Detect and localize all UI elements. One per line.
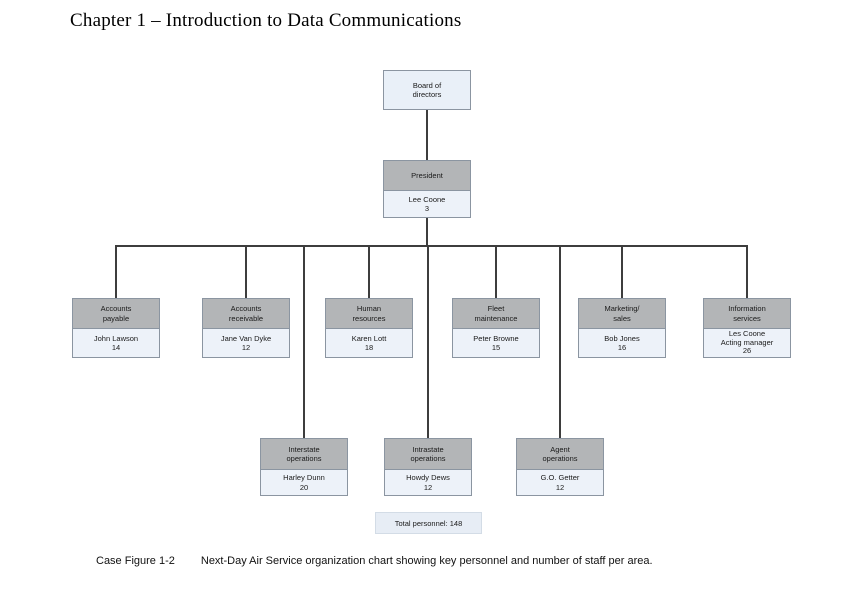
node-staff-count: 12 (423, 482, 433, 492)
org-node-president: President Lee Coone 3 (383, 160, 471, 218)
node-body: Lee Coone 3 (384, 191, 470, 217)
node-staff-count: 26 (742, 346, 752, 356)
node-staff-count: 12 (555, 482, 565, 492)
org-chart: Board of directors President Lee Coone 3… (72, 70, 791, 534)
org-node-fleet-maintenance: Fleet maintenance Peter Browne 15 (452, 298, 540, 358)
node-staff-count: 20 (299, 482, 309, 492)
node-person-role: Acting manager (720, 337, 774, 347)
node-person-name: Jane Van Dyke (220, 333, 272, 343)
connector-drop-accounts-payable (115, 245, 117, 298)
org-node-information-services: Information services Les Coone Acting ma… (703, 298, 791, 358)
node-person-name: John Lawson (93, 333, 139, 343)
node-staff-count: 16 (617, 343, 627, 352)
node-title: Interstate operations (261, 439, 347, 470)
node-body: G.O. Getter 12 (517, 470, 603, 495)
node-body: Harley Dunn 20 (261, 470, 347, 495)
org-node-board-of-directors: Board of directors (383, 70, 471, 110)
node-body: Bob Jones 16 (579, 329, 665, 357)
connector-drop-marketing-sales (621, 245, 623, 298)
connector-drop-intrastate-operations (427, 245, 429, 438)
node-title: Agent operations (517, 439, 603, 470)
node-title: President (384, 161, 470, 191)
org-node-interstate-operations: Interstate operations Harley Dunn 20 (260, 438, 348, 496)
chapter-title: Chapter 1 – Introduction to Data Communi… (70, 10, 462, 31)
org-node-marketing-sales: Marketing/ sales Bob Jones 16 (578, 298, 666, 358)
connector-drop-agent-operations (559, 245, 561, 438)
node-title: Information services (704, 299, 790, 329)
node-staff-count: 18 (364, 343, 374, 352)
connector-drop-accounts-receivable (245, 245, 247, 298)
node-staff-count: 15 (491, 343, 501, 352)
node-body: Jane Van Dyke 12 (203, 329, 289, 357)
org-node-intrastate-operations: Intrastate operations Howdy Dews 12 (384, 438, 472, 496)
connector-horizontal-bus (115, 245, 748, 247)
figure-caption-label: Case Figure 1-2 (96, 555, 175, 567)
node-body: Howdy Dews 12 (385, 470, 471, 495)
org-node-accounts-payable: Accounts payable John Lawson 14 (72, 298, 160, 358)
org-node-agent-operations: Agent operations G.O. Getter 12 (516, 438, 604, 496)
total-personnel-box: Total personnel: 148 (375, 512, 482, 534)
node-person-name: Karen Lott (351, 333, 387, 343)
node-title: Accounts payable (73, 299, 159, 329)
connector-president-bus (426, 218, 428, 245)
figure-caption: Case Figure 1-2 Next-Day Air Service orga… (96, 555, 653, 567)
node-body: John Lawson 14 (73, 329, 159, 357)
org-node-accounts-receivable: Accounts receivable Jane Van Dyke 12 (202, 298, 290, 358)
node-title: Marketing/ sales (579, 299, 665, 329)
node-title: Accounts receivable (203, 299, 289, 329)
node-person-name: G.O. Getter (540, 473, 580, 482)
figure-caption-text: Next-Day Air Service organization chart … (200, 555, 653, 567)
org-node-human-resources: Human resources Karen Lott 18 (325, 298, 413, 358)
node-title: Fleet maintenance (453, 299, 539, 329)
node-person-name: Howdy Dews (406, 473, 450, 482)
node-body: Karen Lott 18 (326, 329, 412, 357)
connector-drop-human-resources (368, 245, 370, 298)
node-body: Les Coone Acting manager 26 (704, 329, 790, 357)
node-person-name: Bob Jones (604, 333, 640, 343)
node-person-name: Lee Coone (408, 194, 446, 204)
node-person-name: Peter Browne (473, 333, 519, 343)
node-title: Intrastate operations (385, 439, 471, 470)
node-body: Peter Browne 15 (453, 329, 539, 357)
connector-drop-interstate-operations (303, 245, 305, 438)
connector-board-president (426, 110, 428, 160)
connector-drop-information-services (746, 245, 748, 298)
node-staff-count: 12 (241, 343, 251, 352)
node-staff-count: 14 (111, 343, 121, 352)
node-person-name: Harley Dunn (283, 473, 325, 482)
node-title: Human resources (326, 299, 412, 329)
node-person-name: Les Coone (728, 329, 766, 339)
node-staff-count: 3 (424, 204, 430, 213)
connector-drop-fleet-maintenance (495, 245, 497, 298)
